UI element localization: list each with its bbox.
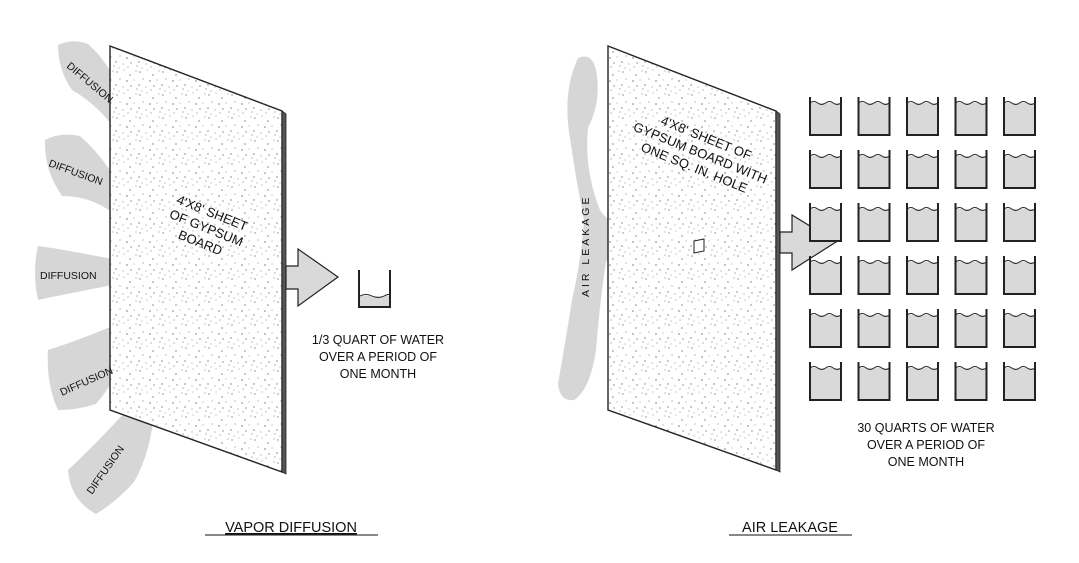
result-air-line3: ONE MONTH (888, 455, 964, 469)
water-container (809, 150, 842, 189)
water-container (906, 150, 939, 189)
flow-arrow-air (779, 213, 838, 272)
water-container (857, 150, 891, 189)
result-vapor-line1: 1/3 QUART OF WATER (312, 333, 444, 347)
water-container-grid (809, 97, 1036, 401)
result-air-line1: 30 QUARTS OF WATER (857, 421, 994, 435)
water-container (1003, 150, 1036, 189)
water-container-vapor (358, 270, 391, 308)
water-container (809, 203, 842, 242)
caption-vapor-diffusion: VAPOR DIFFUSION (225, 520, 357, 536)
water-container (809, 362, 842, 401)
diffusion-stream-3 (35, 246, 128, 300)
flow-arrow-vapor (285, 247, 340, 308)
water-container (1003, 309, 1036, 348)
water-container (857, 256, 891, 295)
water-container (954, 150, 988, 189)
gypsum-board-air (607, 44, 781, 473)
air-leakage-panel: AIR LEAKAGE 4'X8' SHEET OF GYPSUM BOARD … (558, 44, 1036, 536)
result-vapor-line3: ONE MONTH (340, 367, 416, 381)
water-container (857, 309, 891, 348)
water-container (906, 309, 939, 348)
water-container (906, 97, 939, 136)
vapor-diffusion-panel: DIFFUSION DIFFUSION DIFFUSION DIFFUSION … (35, 41, 444, 536)
water-container (954, 97, 988, 136)
diffusion-stream-5 (68, 398, 154, 514)
water-container (857, 203, 891, 242)
air-leakage-label: AIR LEAKAGE (580, 195, 592, 297)
water-container (954, 362, 988, 401)
water-container (1003, 97, 1036, 136)
result-vapor-line2: OVER A PERIOD OF (319, 350, 437, 364)
water-container (1003, 203, 1036, 242)
water-container (857, 362, 891, 401)
gypsum-board-vapor (109, 44, 287, 475)
caption-air-leakage: AIR LEAKAGE (742, 520, 838, 536)
water-container (954, 256, 988, 295)
board-hole (693, 238, 705, 254)
water-container (1003, 362, 1036, 401)
water-container (906, 203, 939, 242)
water-container (809, 256, 842, 295)
water-container (954, 309, 988, 348)
diffusion-label-3: DIFFUSION (40, 270, 97, 282)
water-container (906, 256, 939, 295)
water-container (1003, 256, 1036, 295)
water-container (809, 309, 842, 348)
water-container (809, 97, 842, 136)
water-container (857, 97, 891, 136)
water-container (906, 362, 939, 401)
water-container (954, 203, 988, 242)
result-air-line2: OVER A PERIOD OF (867, 438, 985, 452)
